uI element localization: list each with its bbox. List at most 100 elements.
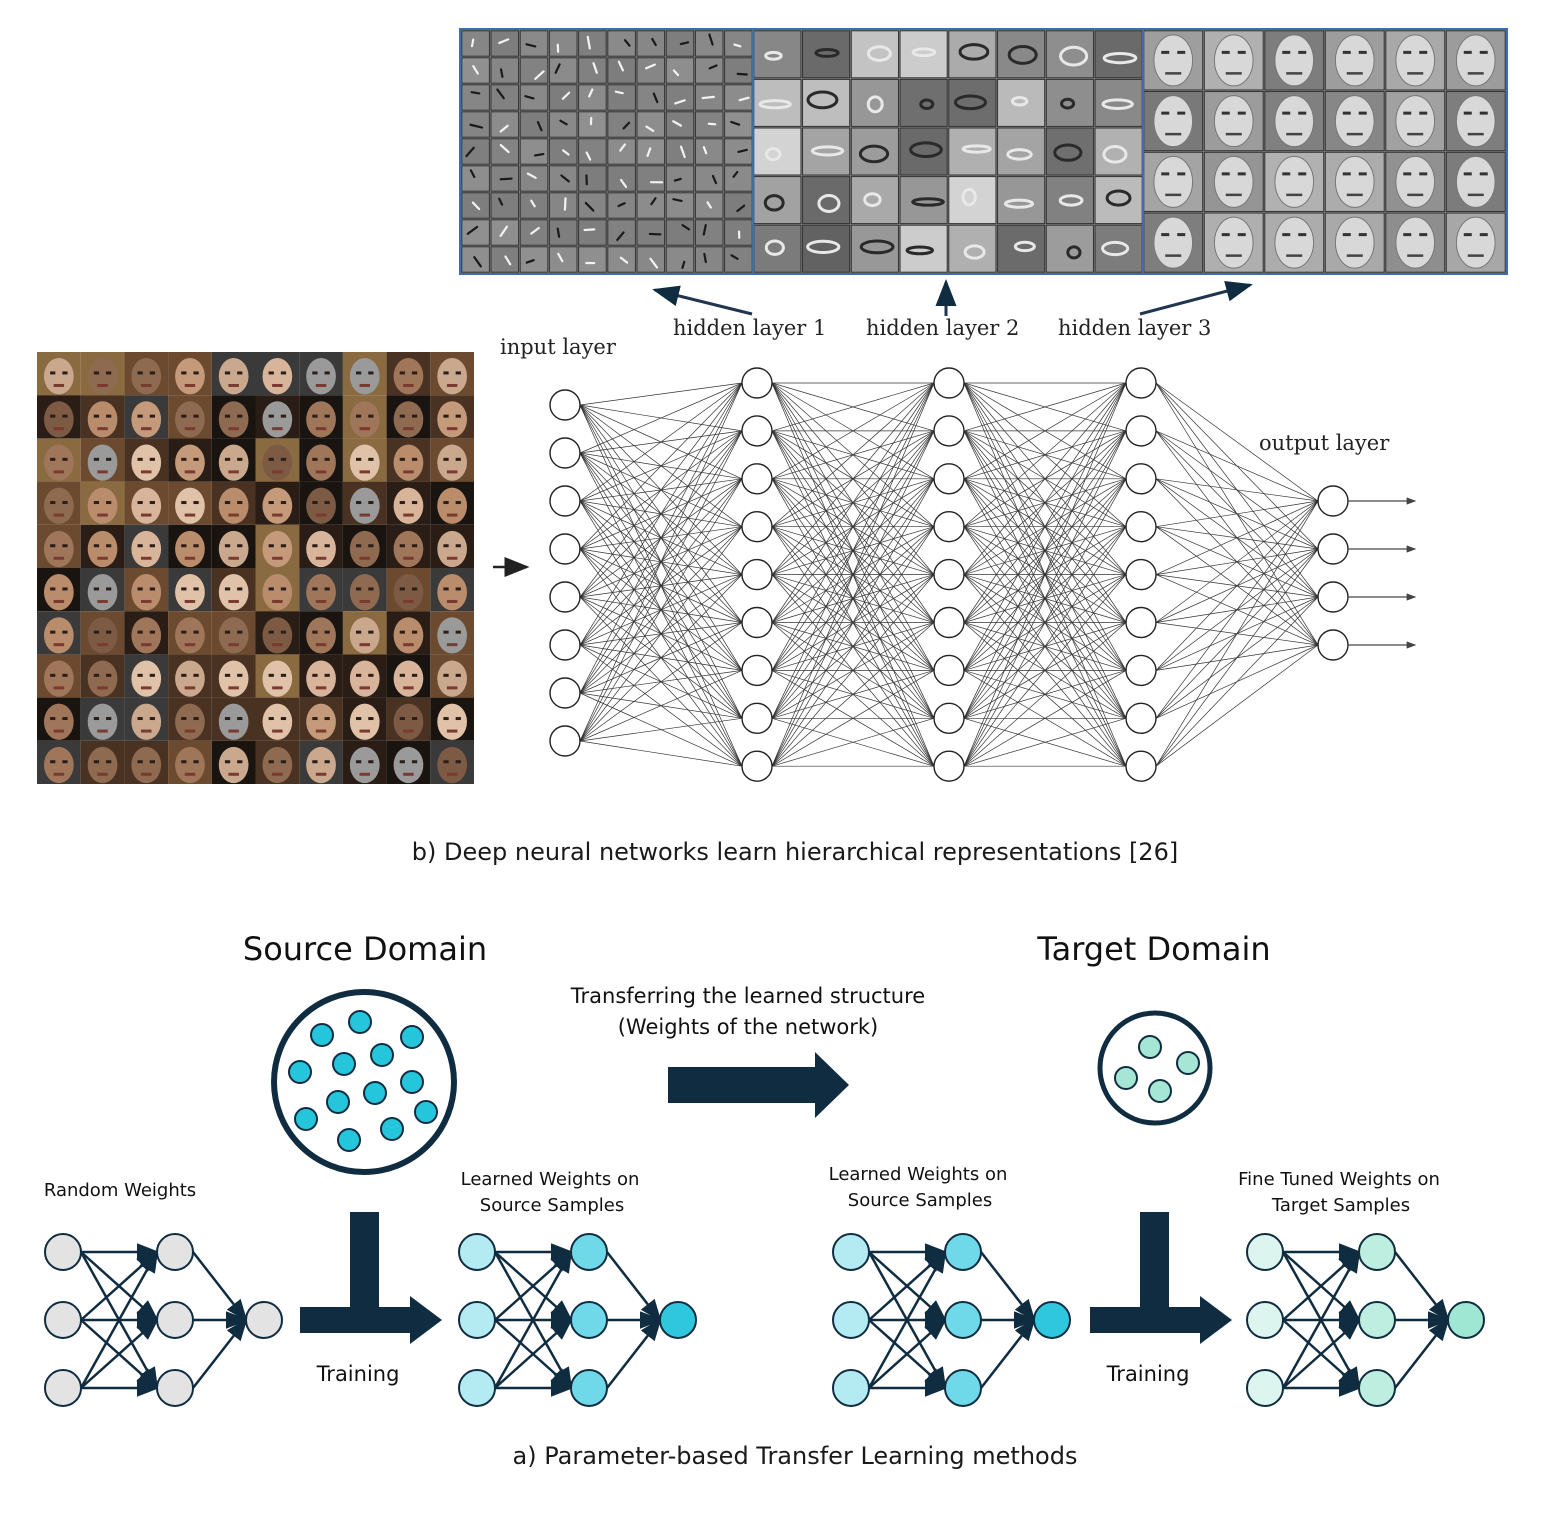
part-stroke — [963, 244, 986, 260]
feature-cell — [724, 192, 753, 219]
network-node — [741, 750, 773, 782]
part-stroke — [866, 45, 892, 62]
input-node — [832, 1233, 870, 1271]
edge-stroke — [466, 225, 479, 235]
face-mouth — [315, 599, 327, 603]
feature-cell — [850, 176, 899, 225]
edge-stroke — [617, 202, 626, 208]
face-eye — [237, 673, 243, 677]
face-shape — [1213, 34, 1254, 87]
face-shape — [1153, 155, 1194, 208]
face-mouth — [184, 427, 196, 431]
network-edges — [579, 382, 1319, 767]
face-eye — [356, 760, 362, 764]
face-skin — [131, 660, 162, 697]
face-skin — [393, 574, 424, 611]
face-eye — [237, 457, 243, 461]
face-mouth — [184, 772, 196, 776]
face-skin — [262, 660, 293, 697]
network-node — [1125, 511, 1157, 543]
hidden-node — [944, 1301, 982, 1339]
face-eye — [149, 501, 155, 505]
face-mouth — [446, 599, 458, 603]
network-node — [933, 654, 965, 687]
face-mouth — [53, 599, 65, 603]
face-eye — [93, 587, 100, 591]
face-skin — [175, 746, 205, 784]
network-edge — [771, 574, 935, 767]
face-eye — [50, 414, 56, 418]
face-eye — [224, 587, 231, 591]
face-eye — [149, 414, 155, 418]
face-eye — [324, 371, 330, 375]
face-eye — [181, 760, 187, 764]
feature-cell — [997, 127, 1046, 176]
edge-stroke — [673, 177, 682, 182]
edge-stroke — [736, 72, 748, 76]
face-mouth — [141, 556, 152, 560]
network-node — [1317, 629, 1349, 661]
face-eye — [62, 630, 68, 634]
part-stroke — [1101, 98, 1134, 110]
edge-stroke — [499, 144, 510, 154]
face-skin — [349, 617, 380, 654]
network-node — [741, 367, 773, 399]
face-mouth — [97, 599, 108, 603]
face-eye — [50, 457, 56, 461]
face-mouth — [53, 427, 65, 431]
face-eye — [237, 544, 243, 548]
edge-stroke — [644, 63, 656, 70]
edge-stroke — [588, 88, 594, 98]
face-eye — [93, 760, 100, 764]
network-edge — [579, 526, 743, 742]
face-eye — [280, 717, 287, 721]
edge-stroke — [561, 91, 571, 100]
face-eye — [181, 587, 187, 591]
face-eye — [224, 630, 231, 634]
face-skin — [43, 444, 74, 481]
network-node — [933, 702, 965, 734]
face-skin — [87, 444, 118, 481]
face-skin — [43, 617, 74, 654]
face-mouth — [315, 427, 327, 431]
edge-stroke — [620, 178, 628, 189]
network-edge — [771, 382, 935, 527]
face-eye — [324, 673, 330, 677]
small-network — [1246, 1233, 1485, 1407]
face-eye — [62, 544, 68, 548]
hidden-node — [156, 1369, 194, 1407]
feature-cell — [548, 57, 578, 84]
network-edge — [963, 574, 1127, 767]
face-skin — [43, 574, 74, 611]
face-eye — [106, 760, 112, 764]
face-mouth — [272, 643, 283, 647]
weight-edge — [493, 1249, 573, 1389]
part-stroke — [961, 187, 977, 207]
face-eye — [137, 457, 143, 461]
face-eye — [356, 630, 362, 634]
network-edge — [579, 382, 743, 502]
feature-cell — [490, 246, 520, 273]
hidden-node — [1358, 1301, 1396, 1339]
edge-stroke — [730, 254, 739, 260]
network-edge — [1155, 548, 1319, 767]
part-stroke — [1059, 45, 1089, 67]
edge-stroke — [554, 63, 561, 74]
target-sample-dot — [1114, 1066, 1138, 1090]
face-mouth — [184, 513, 196, 517]
weight-edge — [192, 1251, 248, 1322]
face-eye — [280, 544, 287, 548]
face-eye — [443, 587, 449, 591]
face-eye — [312, 544, 318, 548]
network-node — [1125, 415, 1157, 447]
source-sample-dot — [288, 1060, 312, 1084]
face-eye — [455, 717, 461, 721]
face-mouth — [184, 686, 196, 690]
face-skin — [87, 703, 118, 740]
face-eye — [106, 587, 112, 591]
face-mouth — [228, 470, 239, 474]
face-eye — [237, 630, 243, 634]
face-mouth — [53, 729, 65, 733]
network-node — [549, 725, 581, 757]
face-eye — [280, 587, 287, 591]
